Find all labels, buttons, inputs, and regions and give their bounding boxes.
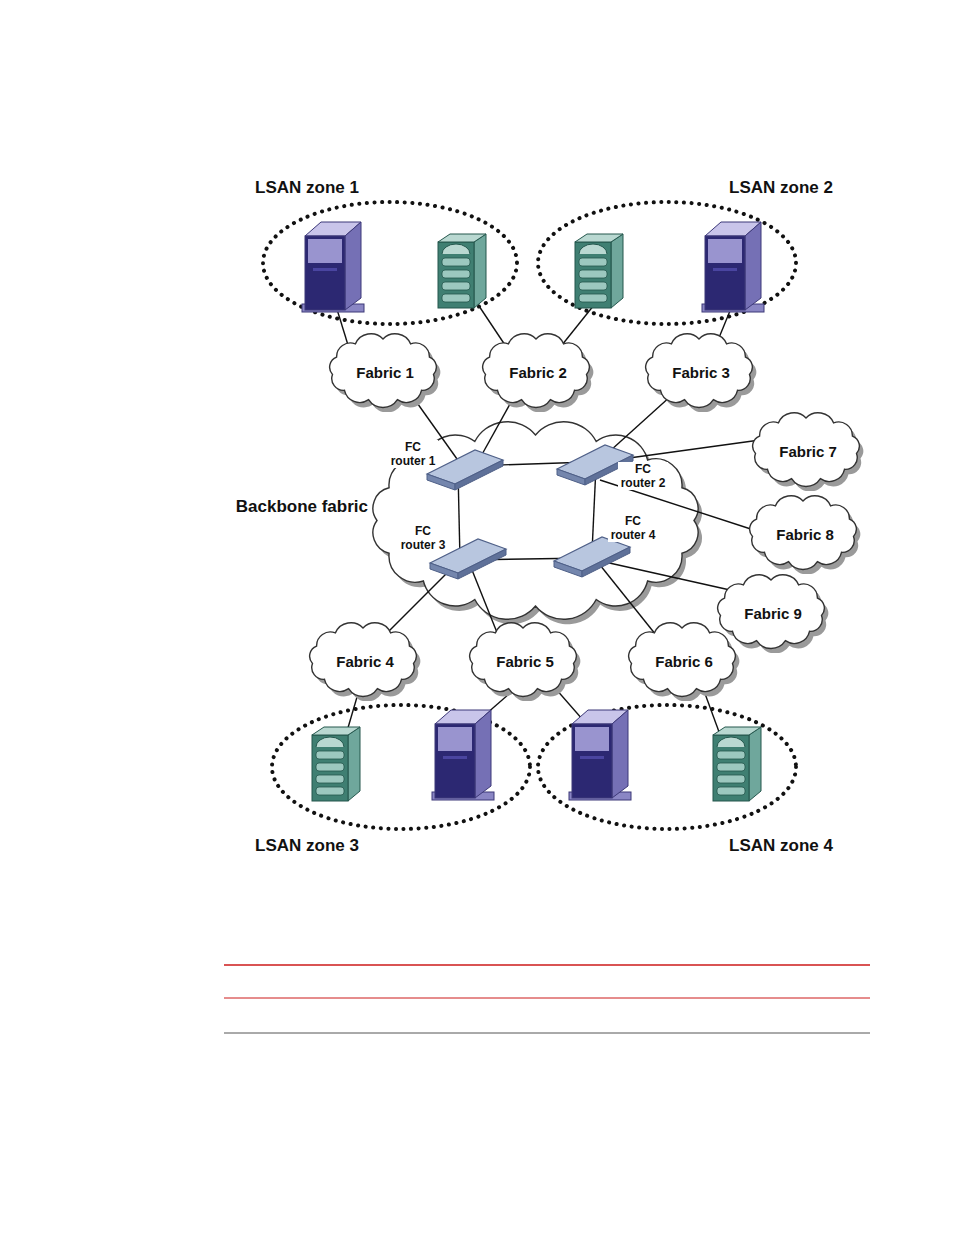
node-label: LSAN zone 2 bbox=[729, 178, 833, 198]
lsan-zone: LSAN zone 4 bbox=[536, 702, 840, 858]
lsan-zone: LSAN zone 3 bbox=[255, 702, 535, 858]
node-label: Fabric 8 bbox=[776, 526, 834, 543]
link-line bbox=[600, 565, 660, 640]
cloud-outline bbox=[483, 334, 590, 408]
cloud-outline bbox=[750, 496, 857, 570]
node-label: FC router 1 bbox=[388, 440, 438, 468]
cloud-outline bbox=[646, 334, 753, 408]
storage-icon bbox=[713, 727, 761, 801]
server-icon bbox=[702, 222, 764, 312]
cloud-outline bbox=[310, 623, 417, 697]
rule-line bbox=[224, 964, 870, 966]
node-label: LSAN zone 3 bbox=[255, 836, 359, 856]
fc-router: FC router 3 bbox=[398, 524, 505, 585]
node-label: FC router 3 bbox=[398, 524, 448, 552]
storage-icon bbox=[312, 727, 360, 801]
node-label: Fabric 5 bbox=[496, 653, 554, 670]
server-icon bbox=[302, 222, 364, 312]
link-line bbox=[380, 565, 455, 640]
backbone-fabric: Backbone fabricFC router 1FC router 2FC … bbox=[365, 425, 710, 620]
cloud-outline bbox=[470, 623, 577, 697]
fabric-cloud: Fabric 1 bbox=[324, 332, 446, 412]
node-label: FC router 2 bbox=[618, 462, 668, 490]
fc-router: FC router 1 bbox=[388, 440, 505, 492]
node-label: Fabric 2 bbox=[509, 364, 567, 381]
rule-line bbox=[224, 998, 870, 999]
fabric-cloud: Fabric 8 bbox=[744, 494, 866, 574]
fc-router: FC router 2 bbox=[555, 443, 668, 493]
cloud-outline bbox=[753, 413, 860, 487]
node-label: Fabric 6 bbox=[655, 653, 713, 670]
storage-icon bbox=[438, 234, 486, 308]
node-label: Fabric 4 bbox=[336, 653, 394, 670]
lsan-zone: LSAN zone 1 bbox=[255, 176, 523, 328]
fc-router: FC router 4 bbox=[552, 514, 658, 583]
server-icon bbox=[432, 710, 494, 800]
cloud-outline bbox=[330, 334, 437, 408]
node-label: Backbone fabric bbox=[234, 497, 370, 517]
storage-icon bbox=[575, 234, 623, 308]
cloud-outline bbox=[373, 422, 698, 620]
node-label: Fabric 1 bbox=[356, 364, 414, 381]
zone-outline bbox=[536, 176, 840, 328]
fabric-cloud: Fabric 9 bbox=[712, 573, 834, 653]
node-label: LSAN zone 1 bbox=[255, 178, 359, 198]
zone-outline bbox=[255, 702, 535, 858]
cloud-outline bbox=[629, 623, 736, 697]
node-label: Fabric 3 bbox=[672, 364, 730, 381]
fabric-cloud: Fabric 6 bbox=[623, 621, 745, 701]
fabric-cloud: Fabric 5 bbox=[464, 621, 586, 701]
node-label: Fabric 7 bbox=[779, 443, 837, 460]
zone-outline bbox=[536, 702, 840, 858]
fabric-cloud: Fabric 3 bbox=[640, 332, 762, 412]
backbone-cloud bbox=[373, 422, 702, 625]
rule-line bbox=[224, 1033, 870, 1034]
zone-outline bbox=[255, 176, 523, 328]
server-icon bbox=[569, 710, 631, 800]
lsan-zone: LSAN zone 2 bbox=[536, 176, 840, 328]
fabric-cloud: Fabric 7 bbox=[747, 411, 869, 491]
node-label: FC router 4 bbox=[608, 514, 658, 542]
cloud-outline bbox=[718, 575, 825, 649]
link-line bbox=[470, 565, 500, 640]
node-label: Fabric 9 bbox=[744, 605, 802, 622]
fabric-cloud: Fabric 4 bbox=[304, 621, 426, 701]
node-label: LSAN zone 4 bbox=[729, 836, 833, 856]
fabric-cloud: Fabric 2 bbox=[477, 332, 599, 412]
